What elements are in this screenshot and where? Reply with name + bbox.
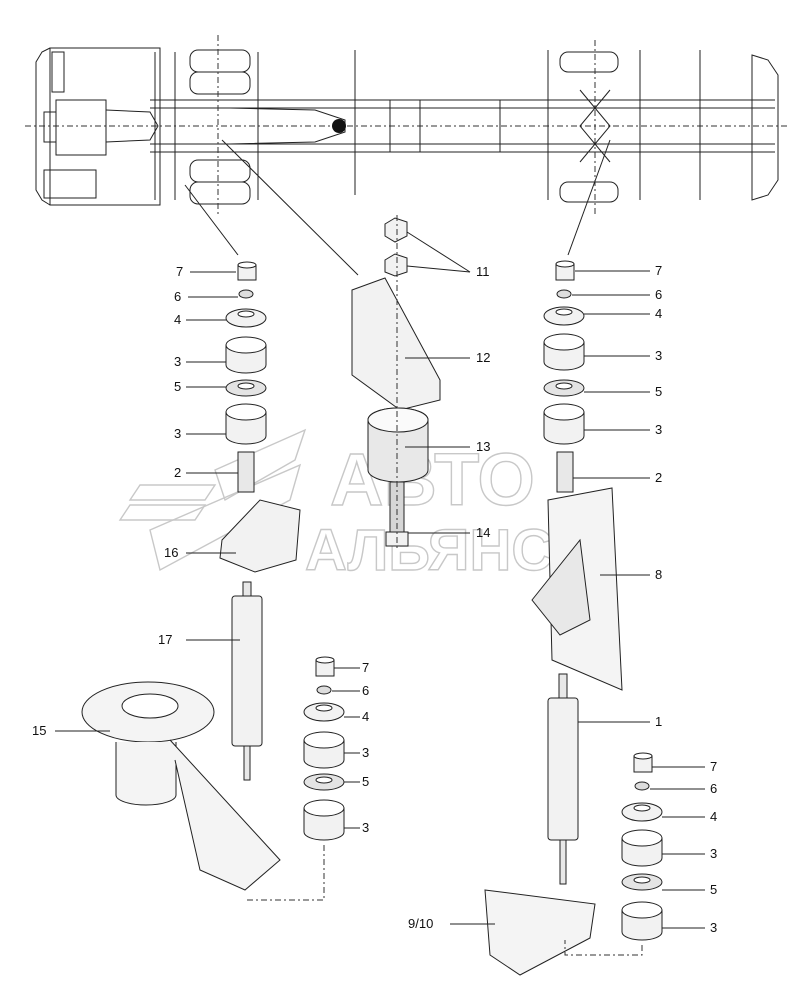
callout-3: 3	[710, 920, 717, 935]
callout-5: 5	[362, 774, 369, 789]
callout-6: 6	[710, 781, 717, 796]
callout-9-10: 9/10	[408, 916, 433, 931]
callout-5: 5	[655, 384, 662, 399]
callout-7: 7	[710, 759, 717, 774]
callout-13: 13	[476, 439, 490, 454]
watermark: АВТО АЛЬЯНС	[118, 428, 554, 584]
watermark-line2: АЛЬЯНС	[305, 518, 553, 583]
callout-3: 3	[655, 348, 662, 363]
callout-11: 11	[476, 264, 490, 279]
callout-4: 4	[710, 809, 717, 824]
callout-3: 3	[174, 426, 181, 441]
callout-7: 7	[362, 660, 369, 675]
callout-3: 3	[174, 354, 181, 369]
callout-5: 5	[174, 379, 181, 394]
callout-3: 3	[362, 745, 369, 760]
callout-1: 1	[655, 714, 662, 729]
callout-3: 3	[710, 846, 717, 861]
callout-15: 15	[32, 723, 46, 738]
callout-2: 2	[174, 465, 181, 480]
lower-right-stack	[564, 752, 663, 956]
callout-7: 7	[655, 263, 662, 278]
callout-6: 6	[655, 287, 662, 302]
callout-4: 4	[655, 306, 662, 321]
callout-6: 6	[362, 683, 369, 698]
callout-16: 16	[164, 545, 178, 560]
callout-14: 14	[476, 525, 490, 540]
right-shock-stack	[484, 260, 623, 976]
callout-2: 2	[655, 470, 662, 485]
callout-17: 17	[158, 632, 172, 647]
callout-3: 3	[655, 422, 662, 437]
left-shock-stack	[81, 261, 301, 891]
center-mount-stack	[351, 215, 441, 550]
callout-3: 3	[362, 820, 369, 835]
watermark-line1: АВТО	[330, 438, 535, 521]
leaders	[184, 139, 611, 276]
chassis-top-view	[25, 35, 790, 215]
callout-4: 4	[362, 709, 369, 724]
callout-6: 6	[174, 289, 181, 304]
callout-7: 7	[176, 264, 183, 279]
callout-12: 12	[476, 350, 490, 365]
callout-5: 5	[710, 882, 717, 897]
callout-labels: 7 6 4 3 5 3 2 16 17 15 11 12 13 14 7 6 4…	[32, 263, 717, 935]
callout-8: 8	[655, 567, 662, 582]
lower-center-stack	[245, 656, 345, 901]
callout-lines	[55, 231, 705, 929]
callout-4: 4	[174, 312, 181, 327]
